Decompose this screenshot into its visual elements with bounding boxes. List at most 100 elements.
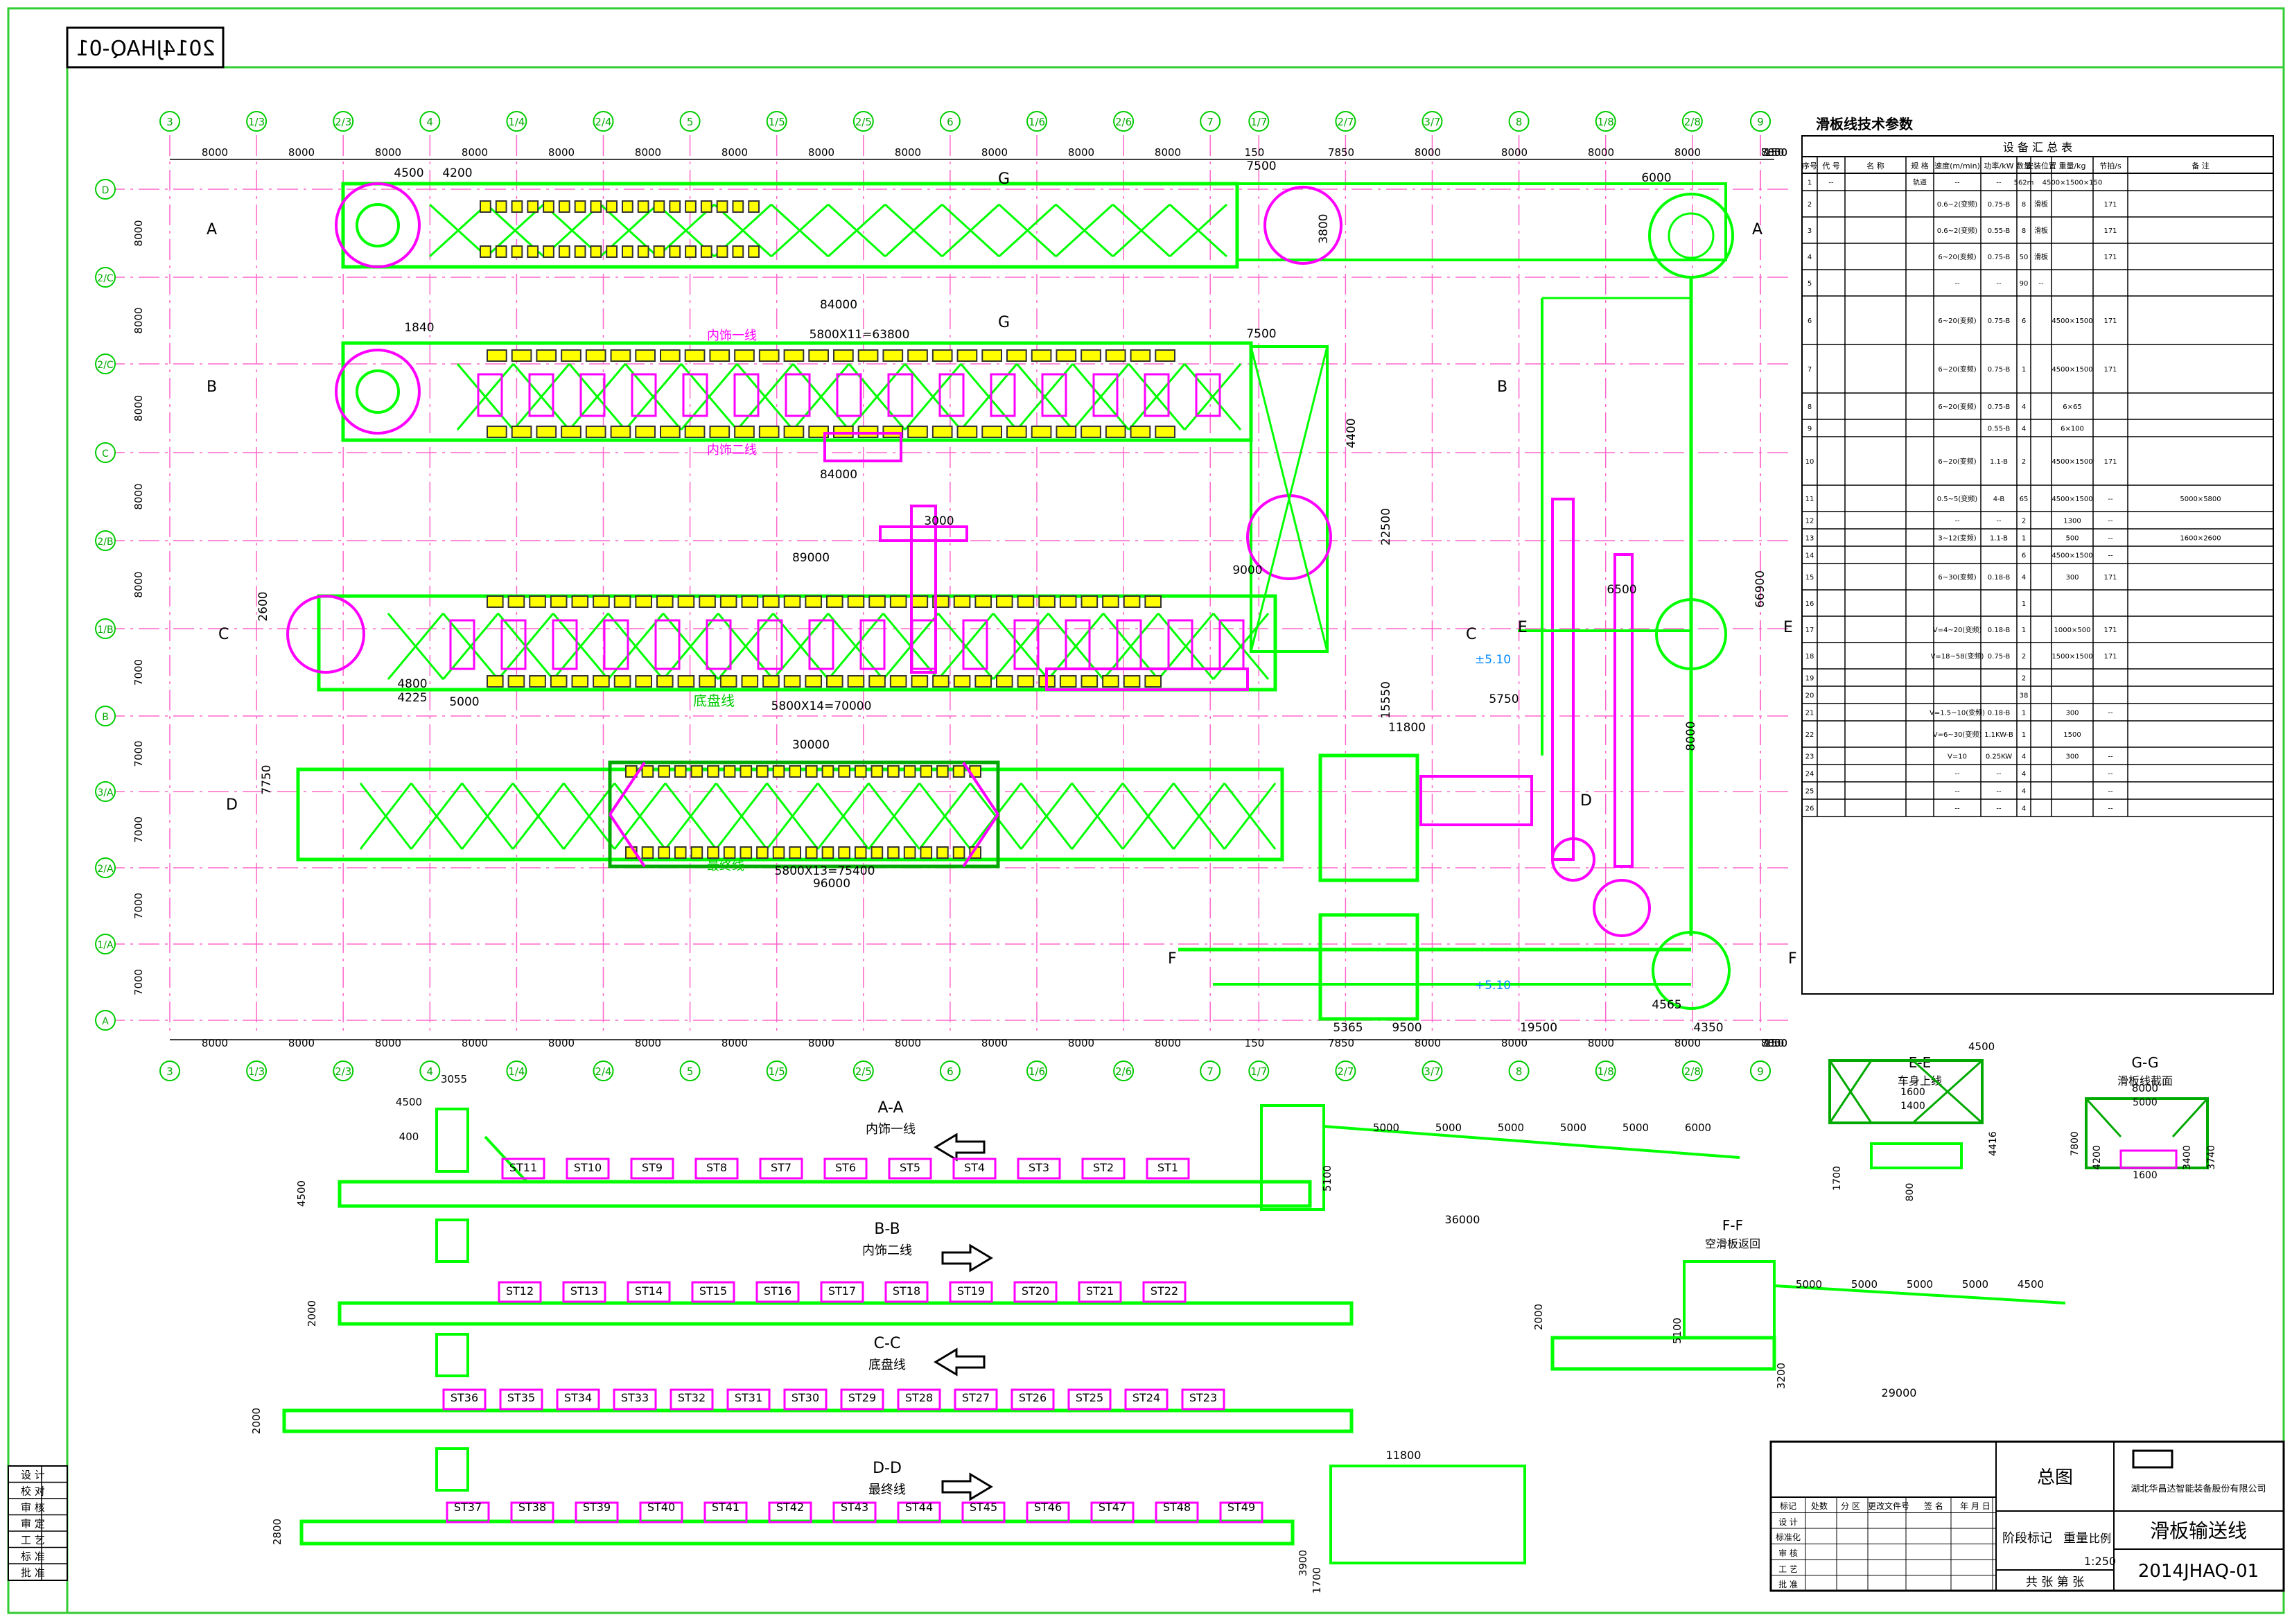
grid-bubble-bottom xyxy=(1421,1060,1443,1081)
dim-5000: 5000 xyxy=(449,695,479,709)
station-body xyxy=(952,1158,997,1180)
grid-label-bottom: 2/6 xyxy=(1115,1065,1132,1078)
table-header-cell: 速度(m/min) xyxy=(1934,161,1980,171)
grid-bubble-row xyxy=(95,706,116,726)
dim-7750: 7750 xyxy=(260,765,274,794)
title-block-border xyxy=(1769,1440,2285,1592)
section-gg-name: 滑板线截面 xyxy=(2117,1074,2173,1088)
aa-dim: 6000 xyxy=(1685,1121,1711,1134)
dim-30000: 30000 xyxy=(792,738,830,752)
slide-cart xyxy=(716,245,728,258)
table-cell: 12 xyxy=(1805,518,1814,525)
section-ff-title: F-F xyxy=(1722,1217,1743,1234)
slide-cart xyxy=(847,675,865,688)
left-sign-label: 标 准 xyxy=(21,1551,45,1563)
section-mark-f-left: F xyxy=(1168,950,1177,968)
ee-dim: 1600 xyxy=(1900,1087,1925,1098)
slide-cart xyxy=(931,349,953,362)
station-label: ST2 xyxy=(1093,1161,1114,1174)
grid-bubble-bottom xyxy=(506,1060,527,1081)
table-cell: 6 xyxy=(1808,317,1812,325)
ff-dim: 5000 xyxy=(1907,1278,1933,1291)
dd-dim: 3900 xyxy=(1297,1550,1309,1576)
slide-cart xyxy=(734,349,755,362)
slide-cart xyxy=(996,675,1013,688)
grid-bubble-bottom xyxy=(939,1060,961,1081)
table-cell: 6 xyxy=(2022,552,2026,560)
aa-dim: 4500 xyxy=(396,1096,422,1108)
truss-diagonal xyxy=(884,203,943,258)
company-logo xyxy=(2132,1449,2173,1469)
grid-label-top: 2/4 xyxy=(595,116,611,128)
tb-row-label: 更改文件号 xyxy=(1868,1501,1909,1511)
car-body-carrier xyxy=(500,619,527,670)
slide-cart xyxy=(669,200,681,213)
table-cell: -- xyxy=(1954,518,1960,525)
slide-cart xyxy=(1155,349,1176,362)
slide-cart xyxy=(558,245,570,258)
table-cell: 18 xyxy=(1805,653,1814,661)
station-label: ST21 xyxy=(1086,1284,1114,1298)
dd-dim: 2800 xyxy=(271,1519,283,1545)
slide-cart xyxy=(1144,675,1162,688)
column-spacing-top: 8000 xyxy=(981,146,1008,159)
table-cell: 6~20(变频) xyxy=(1938,252,1976,261)
slide-cart xyxy=(956,426,978,438)
table-cell: 4500×1500×150 xyxy=(2042,180,2103,187)
table-cell: V=1.5~10(变频) xyxy=(1930,708,1985,717)
grid-bubble-top xyxy=(679,111,701,132)
table-cell: 171 xyxy=(2103,201,2117,209)
dim-2600: 2600 xyxy=(256,591,270,621)
label-inner2: 内饰二线 xyxy=(707,443,757,457)
vertical-connector-27 xyxy=(1250,345,1329,653)
tb-row-label: 签 名 xyxy=(1924,1501,1943,1511)
grid-label-top: 6 xyxy=(947,116,954,128)
table-cell: 6 xyxy=(2022,317,2026,325)
row-spacing-label: 8000 xyxy=(132,307,145,333)
aa-dim: 5000 xyxy=(1373,1121,1399,1134)
slide-cart xyxy=(495,200,507,213)
slide-cart xyxy=(536,349,557,362)
dim-8000: 8000 xyxy=(1684,721,1698,751)
grid-label-row: D xyxy=(102,185,110,196)
section-mark-b-left: B xyxy=(207,378,217,396)
arrow-right-bb xyxy=(941,1243,993,1273)
slide-cart xyxy=(495,245,507,258)
table-cell: 4 xyxy=(2022,788,2026,796)
slide-cart xyxy=(952,846,965,859)
section-dd-track xyxy=(299,1519,1295,1546)
table-cell: 1.1-B xyxy=(1990,535,2008,543)
grid-label-top: 1/6 xyxy=(1029,116,1045,128)
grid-label-top: 5 xyxy=(687,116,694,128)
table-cell: 8 xyxy=(2022,227,2026,235)
table-cell: V=18~58(变频) xyxy=(1931,652,1984,661)
grid-bubble-top xyxy=(593,111,614,132)
column-spacing-top: 8000 xyxy=(635,146,661,159)
slide-cart xyxy=(1006,349,1027,362)
station-label: ST6 xyxy=(835,1161,856,1174)
tb-sign-label: 标准化 xyxy=(1776,1533,1801,1542)
slide-cart xyxy=(805,765,818,778)
table-cell: 0.25KW xyxy=(1986,753,2012,761)
dim-89000: 89000 xyxy=(792,551,830,565)
grid-bubble-top xyxy=(159,111,180,132)
grid-label-top: 1/4 xyxy=(508,116,525,128)
tb-row-label: 年 月 日 xyxy=(1960,1501,1991,1511)
grid-label-top: 9 xyxy=(1757,116,1764,128)
car-body-carrier xyxy=(579,373,606,417)
turntable-f xyxy=(1593,879,1651,937)
plan-view xyxy=(286,182,1734,1021)
grid-label-bottom: 5 xyxy=(687,1065,694,1078)
dim-5800x14: 5800X14=70000 xyxy=(771,699,872,713)
section-cc-name: 底盘线 xyxy=(868,1358,906,1372)
inner1-trusses xyxy=(428,203,1228,258)
slide-cart xyxy=(748,200,760,213)
slide-cart xyxy=(723,846,736,859)
slide-cart xyxy=(1059,675,1077,688)
station-body xyxy=(1142,1281,1187,1303)
slide-cart xyxy=(847,595,865,608)
section-mark-c-left: C xyxy=(218,626,229,643)
label-inner1: 内饰一线 xyxy=(707,329,757,343)
table-cell: 1.1-B xyxy=(1990,458,2008,466)
